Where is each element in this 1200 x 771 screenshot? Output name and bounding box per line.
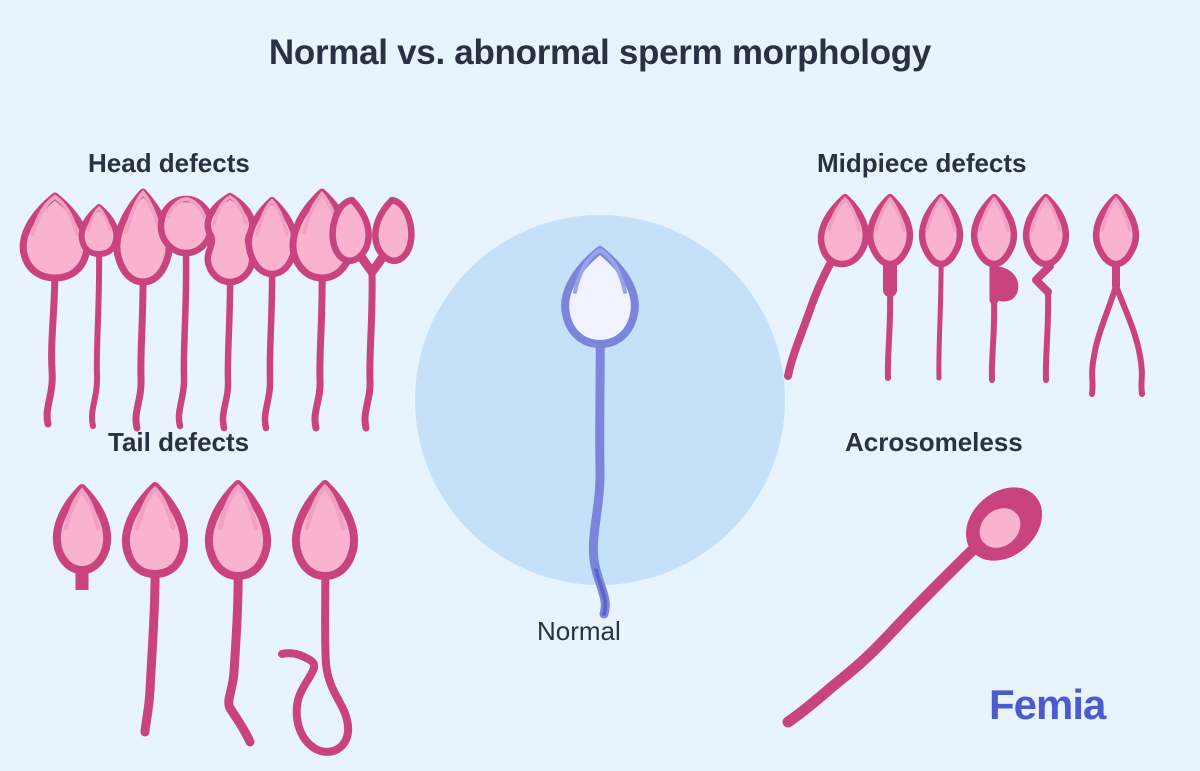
sperm-thin-midpiece	[918, 193, 964, 381]
sperm-pinhead	[289, 188, 355, 432]
sperm-bent-midpiece	[784, 193, 870, 380]
normal-sperm-head	[561, 246, 639, 348]
normal-sperm-tail-tip	[594, 568, 608, 616]
sperm-kinked-midpiece	[1022, 193, 1070, 383]
acrosomeless-head-inner	[979, 508, 1021, 548]
sperm-straight-tail	[122, 482, 188, 737]
sperm-large-head	[19, 192, 91, 428]
page-title: Normal vs. abnormal sperm morphology	[268, 33, 932, 72]
label-tail-defects: Tail defects	[108, 427, 250, 457]
sperm-double-tail	[1089, 193, 1145, 397]
label-normal: Normal	[537, 616, 621, 646]
sperm-short-tail	[52, 484, 112, 590]
sperm-tapered-head	[113, 188, 173, 432]
sperm-pyriform-head	[245, 196, 299, 432]
sperm-coiled-tail	[278, 480, 358, 756]
sperm-double-head	[329, 196, 415, 432]
acrosomeless-head	[965, 487, 1043, 561]
sperm-amorphous-head	[204, 192, 256, 432]
femia-logo: Femia	[989, 681, 1106, 728]
normal-sperm-backdrop-circle	[415, 215, 785, 585]
label-midpiece-defects: Midpiece defects	[817, 148, 1027, 178]
sperm-bent-tail	[205, 480, 271, 747]
label-head-defects: Head defects	[88, 148, 250, 178]
sperm-small-head	[78, 204, 120, 429]
sperm-cytoplasmic-droplet	[970, 193, 1019, 383]
normal-sperm-acrosome	[573, 247, 627, 294]
normal-sperm-tail	[588, 295, 610, 619]
label-acrosomeless: Acrosomeless	[845, 427, 1023, 457]
sperm-thick-midpiece	[866, 193, 914, 381]
sperm-round-head	[157, 195, 215, 430]
